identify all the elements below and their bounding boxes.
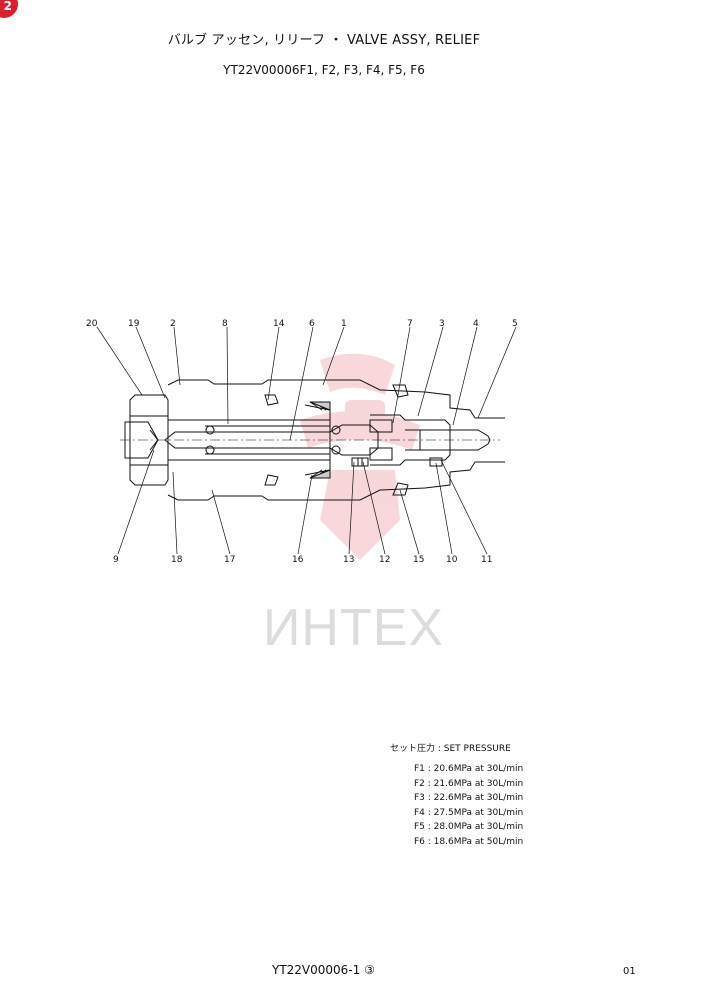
pressure-row-f3: F3 : 22.6MPa at 30L/min [414,793,524,803]
callout-8: 8 [222,319,228,329]
callout-1: 1 [341,319,347,329]
page-number: 01 [623,966,636,977]
callout-5: 5 [512,319,518,329]
set-pressure-heading: セット圧力 : SET PRESSURE [390,744,511,754]
pressure-row-f2: F2 : 21.6MPa at 30L/min [414,778,524,789]
callout-14: 14 [273,319,285,329]
callout-19: 19 [128,319,140,329]
top-callout-numbers: 20 19 2 8 14 6 1 7 3 4 5 [86,319,518,329]
pressure-row-f1: F1 : 20.6MPa at 30L/min [414,764,524,774]
set-pressure-table: セット圧力 : SET PRESSURE F1 : 20.6MPa at 30L… [390,741,523,851]
callout-4: 4 [473,319,479,329]
corner-badge: 2 [0,0,18,18]
leader-lines [96,326,517,555]
callout-3: 3 [439,319,445,329]
callout-18: 18 [171,555,183,565]
callout-2: 2 [170,319,176,329]
drawing-code: YT22V00006-1 ③ [272,963,375,977]
callout-10: 10 [446,555,458,565]
callout-11: 11 [481,555,492,565]
callout-15: 15 [413,555,424,565]
valve-body-outline [120,379,505,501]
callout-16: 16 [292,555,304,565]
callout-20: 20 [86,319,98,329]
page-title: バルブ アッセン, リリーフ ・ VALVE ASSY, RELIEF [167,33,481,48]
callout-7: 7 [407,319,413,329]
pressure-row-f4: F4 : 27.5MPa at 30L/min [414,807,524,818]
callout-9: 9 [113,555,119,565]
callout-6: 6 [309,319,315,329]
bottom-callout-numbers: 9 18 17 16 13 12 15 10 11 [113,555,492,565]
callout-13: 13 [343,555,354,565]
relief-valve-cross-section: 20 19 2 8 14 6 1 7 3 4 5 9 18 17 16 13 1… [86,319,518,565]
pressure-row-f5: F5 : 28.0MPa at 30L/min [414,822,524,832]
callout-17: 17 [224,555,235,565]
watermark-text: ИНТЕХ [263,599,445,657]
pressure-row-f6: F6 : 18.6MPa at 50L/min [414,836,524,847]
part-number-list: YT22V00006F1, F2, F3, F4, F5, F6 [223,63,425,77]
callout-12: 12 [379,555,390,565]
